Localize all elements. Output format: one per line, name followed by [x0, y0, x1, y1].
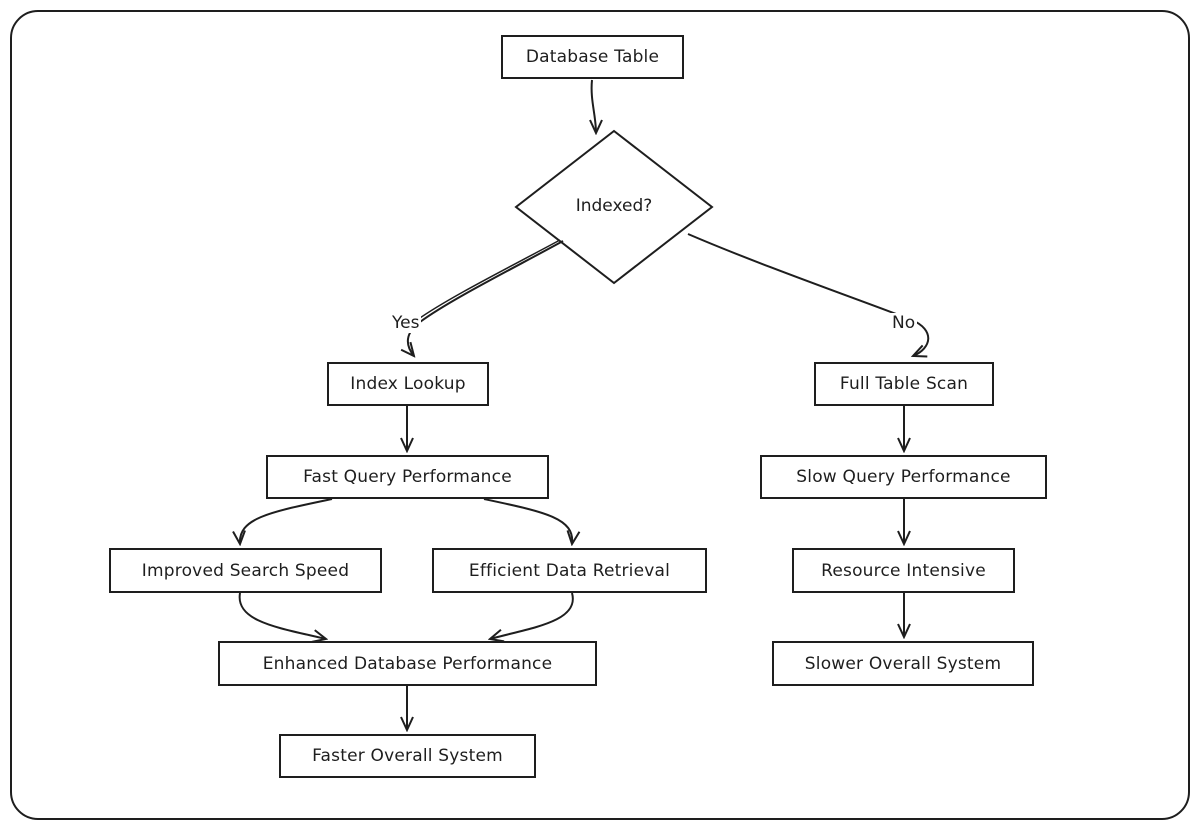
node-index-lookup: Index Lookup	[327, 362, 489, 406]
decision-diamond	[514, 129, 714, 285]
node-fast-query-performance: Fast Query Performance	[266, 455, 549, 499]
node-database-table: Database Table	[501, 35, 684, 79]
node-full-table-scan: Full Table Scan	[814, 362, 994, 406]
node-resource-intensive: Resource Intensive	[792, 548, 1015, 593]
node-efficient-data-retrieval: Efficient Data Retrieval	[432, 548, 707, 593]
node-indexed-label: Indexed?	[575, 196, 653, 216]
edge-fast-query-to-improved-search	[240, 498, 333, 544]
node-faster-overall-system: Faster Overall System	[279, 734, 536, 778]
edge-label-yes: Yes	[390, 313, 422, 333]
node-enhanced-database-performance: Enhanced Database Performance	[218, 641, 597, 686]
edge-indexed-to-index-lookup-double	[416, 239, 561, 321]
edge-fast-query-to-efficient-retrieval	[483, 498, 572, 544]
edge-improved-search-to-enhanced	[238, 592, 326, 639]
edge-indexed-to-full-scan	[687, 233, 930, 356]
node-slow-query-performance: Slow Query Performance	[760, 455, 1047, 499]
node-improved-search-speed: Improved Search Speed	[109, 548, 382, 593]
diagram-frame	[10, 10, 1190, 820]
edge-indexed-to-index-lookup	[408, 240, 564, 356]
edge-database-to-indexed	[592, 79, 596, 133]
edge-label-no: No	[890, 313, 918, 333]
node-slower-overall-system: Slower Overall System	[772, 641, 1034, 686]
edge-efficient-retrieval-to-enhanced	[490, 592, 574, 639]
